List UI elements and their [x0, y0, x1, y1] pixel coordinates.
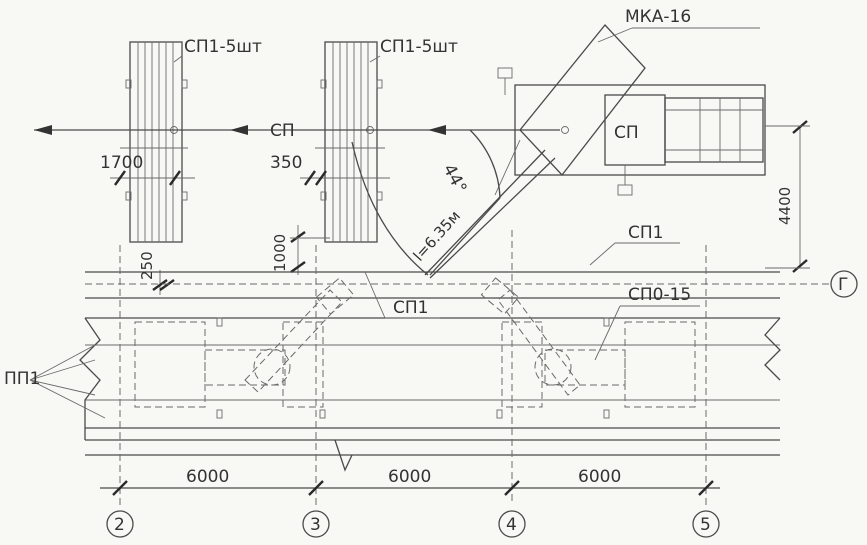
beam-sp-right: СП	[614, 123, 639, 143]
crane-mka16	[424, 24, 766, 279]
axis-2-circle	[106, 510, 134, 538]
axis-5-label: 5	[700, 515, 711, 535]
beam-sp0: СП0-15	[628, 285, 691, 305]
axis-g-circle	[830, 270, 858, 298]
span-1: 6000	[186, 467, 229, 487]
span-2: 6000	[388, 467, 431, 487]
dim-radius: l=6.35м	[410, 207, 464, 265]
row-axis-g	[85, 270, 858, 298]
beam-sp1-mid: СП1	[393, 298, 428, 318]
axis-4-label: 4	[506, 515, 517, 535]
building-frame	[29, 271, 781, 472]
leader-lines	[364, 242, 700, 361]
axis-4-circle	[498, 510, 526, 538]
axis-bubbles	[106, 510, 720, 538]
slab-stack-right	[315, 41, 385, 243]
dim-4400: 4400	[776, 187, 794, 225]
axis-5-circle	[692, 510, 720, 538]
dimension-lines-upper	[110, 120, 810, 295]
beam-sp1-top: СП1	[628, 223, 663, 243]
beam-pp1: ПП1	[4, 369, 40, 389]
stack-right-label: СП1-5шт	[380, 37, 458, 57]
stack-left-label: СП1-5шт	[184, 37, 262, 57]
swing-arc	[351, 129, 501, 276]
axis-3-circle	[302, 510, 330, 538]
span-3: 6000	[578, 467, 621, 487]
slab-path-arrow	[34, 125, 560, 135]
placed-slabs	[134, 277, 696, 419]
axis-2-label: 2	[114, 515, 125, 535]
dim-350: 350	[270, 153, 302, 173]
dim-angle: 44°	[439, 161, 471, 197]
beam-sp-left: СП	[270, 121, 295, 141]
axis-3-label: 3	[310, 515, 321, 535]
column-axes	[119, 230, 707, 505]
dim-1700: 1700	[100, 153, 143, 173]
axis-g-label: Г	[838, 275, 848, 295]
dimension-lines-bottom	[100, 480, 720, 496]
crane-label: МКА-16	[625, 7, 691, 27]
slab-stack-left	[120, 41, 188, 243]
dim-1000: 1000	[271, 234, 289, 272]
dim-250: 250	[138, 251, 156, 280]
